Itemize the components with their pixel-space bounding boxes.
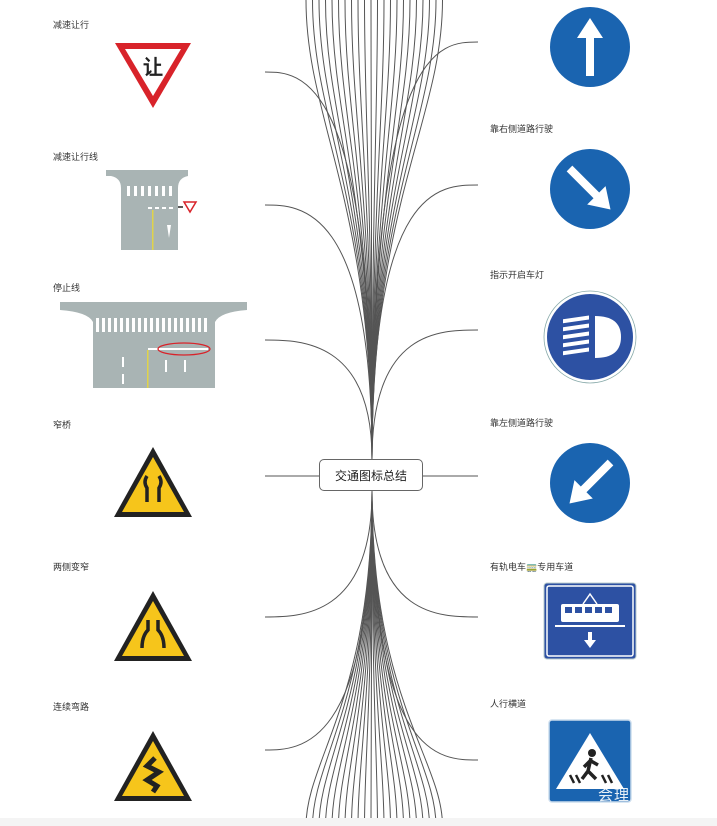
central-topic[interactable]: 交通图标总结	[319, 459, 423, 491]
connector-line	[371, 41, 479, 460]
connector-line	[264, 204, 373, 460]
node-label-headlights: 指示开启车灯	[490, 271, 545, 281]
node-label-curves: 连续弯路	[53, 703, 90, 713]
pedestrian-crossing-sign-icon	[548, 719, 632, 803]
node-label-stop-line: 停止线	[53, 284, 81, 294]
connector-line	[371, 490, 443, 826]
connector-line	[305, 0, 373, 460]
stop-line-diagram-icon	[60, 302, 247, 388]
node-label-narrow-bridge: 窄桥	[53, 421, 72, 431]
straight-ahead-sign-icon	[548, 5, 632, 89]
connector-line	[371, 490, 479, 618]
connector-line	[264, 71, 373, 460]
watermark: 会理	[598, 786, 631, 804]
connector-line	[371, 490, 424, 826]
narrow-bridge-warning-icon	[114, 447, 192, 517]
connector-line	[371, 0, 443, 460]
connector-line	[371, 184, 479, 460]
connector-line	[318, 490, 373, 826]
road-narrows-warning-icon	[114, 591, 192, 661]
node-label-narrows-both: 两侧变窄	[53, 563, 90, 573]
continuous-curves-warning-icon	[114, 731, 192, 801]
bottom-edge	[0, 818, 717, 826]
node-label-yield-line: 减速让行线	[53, 153, 99, 163]
connector-line	[264, 490, 373, 618]
node-label-keep-right: 靠右侧道路行驶	[490, 125, 554, 135]
connector-line	[318, 0, 373, 460]
headlights-sign-icon	[543, 290, 637, 384]
connector-line	[305, 490, 373, 826]
connector-line	[371, 490, 479, 761]
svg-text:让: 让	[143, 55, 163, 79]
connector-line	[264, 339, 373, 460]
connector-line	[264, 490, 373, 751]
node-label-crosswalk: 人行横道	[490, 700, 527, 710]
node-label-tram-lane: 有轨电车🚃专用车道	[490, 563, 574, 573]
tram-lane-sign-icon	[543, 582, 637, 660]
yield-line-diagram-icon	[106, 170, 198, 250]
connector-line	[371, 329, 479, 460]
yield-sign-icon: 让	[115, 43, 191, 108]
node-label-yield: 减速让行	[53, 21, 90, 31]
node-label-keep-left: 靠左侧道路行驶	[490, 419, 554, 429]
connector-line	[371, 490, 398, 826]
connector-line	[331, 0, 373, 460]
keep-right-sign-icon	[548, 147, 632, 231]
keep-left-sign-icon	[548, 441, 632, 525]
